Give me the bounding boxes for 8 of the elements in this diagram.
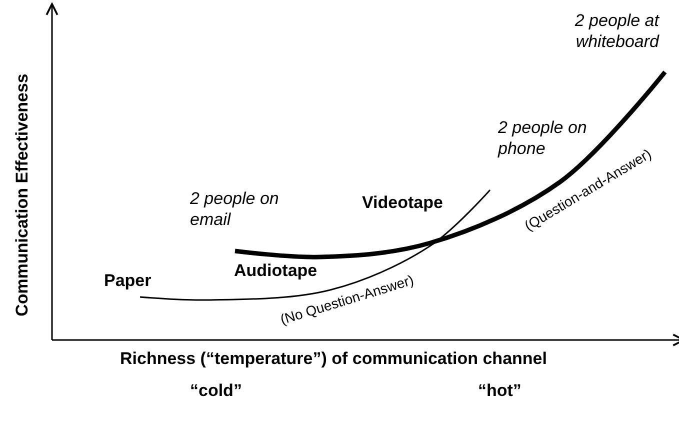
axis-end-label: “hot” [478, 380, 522, 401]
curve-point-label: Paper [104, 270, 152, 291]
axis-title: Communication Effectiveness [12, 74, 32, 316]
axis-title: Richness (“temperature”) of communication channel [120, 348, 547, 369]
annotation: 2 people on email [190, 188, 280, 230]
curve-point-label: Videotape [362, 192, 443, 213]
annotation: 2 people at whiteboard [574, 10, 659, 52]
axis-end-label: “cold” [190, 380, 242, 401]
